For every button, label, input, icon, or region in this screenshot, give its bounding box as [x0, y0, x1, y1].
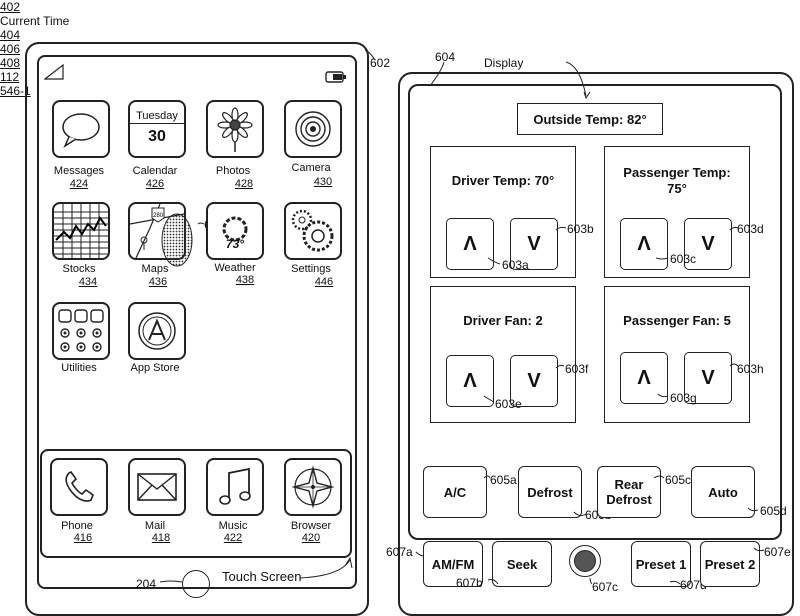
touch-screen-ref: 112 — [0, 70, 20, 84]
current-time: Current Time — [0, 14, 70, 28]
weather-app-ref: 438 — [235, 274, 255, 286]
display-label: Display — [484, 56, 524, 70]
weather-temperature: 73° — [225, 237, 245, 251]
leader-lines — [159, 49, 765, 585]
messages-app-label: Messages — [53, 165, 105, 177]
display-ref: 546-1 — [0, 84, 31, 98]
rear-defrost-button-ref: 605c — [665, 473, 692, 487]
calendar-date: 30 — [148, 127, 166, 145]
mail-app-ref: 418 — [151, 532, 171, 544]
driver-fan-up-button[interactable]: Λ — [446, 355, 494, 407]
driver-temp-down-button[interactable]: V — [510, 218, 558, 270]
driver-temp-up-button[interactable]: Λ — [446, 218, 494, 270]
browser-app-icon[interactable] — [284, 458, 342, 516]
app-store-app-icon[interactable] — [128, 302, 186, 360]
mail-app-icon[interactable] — [128, 458, 186, 516]
passenger-fan-down-button[interactable]: V — [684, 352, 732, 404]
settings-app-label: Settings — [291, 263, 331, 275]
settings-app-ref: 446 — [314, 276, 334, 288]
current-time-ref: 404 — [0, 28, 21, 42]
volume-knob[interactable] — [569, 545, 601, 577]
home-button-ref: 204 — [136, 577, 157, 591]
phone-app-ref: 416 — [73, 532, 93, 544]
driver-temp-down-ref: 603b — [567, 222, 594, 236]
phone-app-label: Phone — [61, 520, 93, 532]
weather-app-icon[interactable]: 73° — [206, 202, 264, 260]
passenger-temp-down-button[interactable]: V — [684, 218, 732, 270]
camera-app-icon[interactable] — [284, 100, 342, 158]
driver-fan-up-ref: 603e — [495, 397, 522, 411]
ac-button-ref: 605a — [490, 473, 517, 487]
signal-ref: 402 — [0, 0, 21, 14]
app-store-app-label: App Store — [130, 362, 180, 374]
passenger-fan-title: Passenger Fan: 5 — [623, 313, 731, 328]
rear-defrost-button[interactable]: Rear Defrost — [597, 466, 661, 518]
music-app-icon[interactable] — [206, 458, 264, 516]
passenger-temp-down-ref: 603d — [737, 222, 764, 236]
seek-button[interactable]: Seek — [492, 541, 552, 587]
maps-road-number: 280 — [153, 213, 164, 219]
volume-knob-ref: 607c — [592, 580, 619, 594]
am-fm-button[interactable]: AM/FM — [423, 541, 483, 587]
defrost-button[interactable]: Defrost — [518, 466, 582, 518]
camera-app-label: Camera — [291, 162, 331, 174]
weather-app-label: Weather — [214, 262, 256, 274]
preset-1-button[interactable]: Preset 1 — [631, 541, 691, 587]
touch-screen-label: Touch Screen — [222, 569, 302, 584]
maps-app-ref: 436 — [148, 276, 168, 288]
ac-button[interactable]: A/C — [423, 466, 487, 518]
utilities-app-label: Utilities — [61, 362, 97, 374]
passenger-temp-up-button[interactable]: Λ — [620, 218, 668, 270]
utilities-app-icon[interactable] — [52, 302, 110, 360]
settings-app-icon[interactable] — [284, 202, 342, 260]
calendar-day: Tuesday — [130, 109, 184, 124]
messages-app-icon[interactable] — [52, 100, 110, 158]
signal-icon — [43, 63, 64, 85]
outside-temp-readout: Outside Temp: 82° — [517, 103, 663, 135]
vehicle-device-ref: 604 — [435, 50, 456, 64]
passenger-fan-up-ref: 603g — [670, 391, 697, 405]
music-app-label: Music — [218, 520, 248, 532]
am-fm-button-ref: 607a — [386, 545, 413, 559]
camera-app-ref: 430 — [313, 176, 333, 188]
calendar-app-label: Calendar — [132, 165, 178, 177]
browser-app-ref: 420 — [301, 532, 321, 544]
dock-tray — [40, 449, 352, 558]
passenger-fan-down-ref: 603h — [737, 362, 764, 376]
passenger-temp-up-ref: 603c — [670, 252, 697, 266]
auto-button[interactable]: Auto — [691, 466, 755, 518]
stocks-app-label: Stocks — [62, 263, 96, 275]
photos-app-label: Photos — [215, 165, 251, 177]
passenger-temp-title: Passenger Temp: 75° — [623, 165, 731, 196]
volume-knob-center — [574, 550, 596, 572]
mail-app-label: Mail — [144, 520, 166, 532]
phone-app-icon[interactable] — [50, 458, 108, 516]
music-app-ref: 422 — [223, 532, 243, 544]
stocks-app-icon[interactable] — [52, 202, 110, 260]
seek-button-ref: 607b — [456, 576, 483, 590]
battery-ref: 406 — [0, 42, 21, 56]
driver-fan-title: Driver Fan: 2 — [463, 313, 543, 328]
preset-2-button-ref: 607e — [764, 545, 791, 559]
touch-contact-marker — [160, 212, 194, 273]
driver-fan-down-ref: 603f — [565, 362, 589, 376]
browser-app-label: Browser — [290, 520, 332, 532]
calendar-app-ref: 426 — [145, 178, 165, 190]
driver-fan-down-button[interactable]: V — [510, 355, 558, 407]
auto-button-ref: 605d — [760, 504, 787, 518]
stocks-app-ref: 434 — [78, 276, 98, 288]
driver-temp-up-ref: 603a — [502, 258, 529, 272]
photos-app-ref: 428 — [234, 178, 254, 190]
driver-temp-title: Driver Temp: 70° — [451, 173, 555, 188]
battery-icon — [325, 70, 347, 88]
vehicle-display-screen[interactable] — [408, 84, 782, 540]
calendar-app-icon[interactable]: Tuesday 30 — [128, 100, 186, 158]
messages-app-ref: 424 — [69, 178, 89, 190]
maps-app-label: Maps — [141, 263, 169, 275]
preset-2-button[interactable]: Preset 2 — [700, 541, 760, 587]
dock-ref: 408 — [0, 56, 21, 70]
photos-app-icon[interactable] — [206, 100, 264, 158]
